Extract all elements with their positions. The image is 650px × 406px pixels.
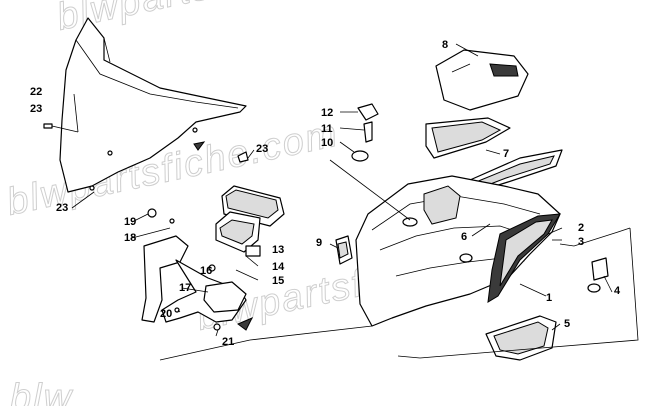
vent-panels: [425, 117, 563, 193]
lower-panel: [485, 315, 557, 361]
callout-21: 21: [222, 336, 234, 348]
callout-15: 15: [272, 275, 284, 287]
callout-2: 2: [578, 222, 584, 234]
callout-8: 8: [442, 39, 448, 51]
callout-1: 1: [546, 292, 552, 304]
callout-12: 12: [321, 107, 333, 119]
windshield: [59, 17, 247, 193]
callout-13: 13: [272, 244, 284, 256]
callout-9: 9: [316, 237, 322, 249]
hood-body: [355, 175, 561, 327]
callout-6: 6: [461, 231, 467, 243]
arrow-pointer-upper: [193, 141, 206, 151]
callout-23-left: 23: [56, 202, 68, 214]
callout-3: 3: [578, 236, 584, 248]
screw-23-right: [237, 151, 249, 163]
ignition-switch: [335, 235, 353, 265]
callout-4: 4: [614, 285, 621, 297]
callout-19: 19: [124, 216, 136, 228]
knob-assembly: [351, 103, 379, 162]
watermark-top: blwpartsfiche.com: [53, 0, 392, 39]
callout-23-top: 23: [30, 103, 42, 115]
watermark-bottom: blw: [10, 377, 74, 406]
callout-22: 22: [30, 86, 42, 98]
callout-23-right: 23: [256, 143, 268, 155]
callout-5: 5: [564, 318, 570, 330]
gauge-housing: [215, 185, 285, 257]
hood-top-cap: [435, 49, 529, 111]
leader-lines: [71, 43, 639, 361]
callout-20: 20: [160, 308, 172, 320]
callout-11: 11: [321, 123, 333, 135]
callout-16: 16: [200, 265, 212, 277]
callout-14: 14: [272, 261, 285, 273]
arrow-pointer-lower: [237, 317, 254, 331]
side-knob: [587, 257, 609, 293]
callout-17: 17: [179, 282, 191, 294]
callout-10: 10: [321, 137, 333, 149]
callout-7: 7: [503, 148, 509, 160]
callout-18: 18: [124, 232, 136, 244]
screw-23-left: [43, 123, 79, 133]
